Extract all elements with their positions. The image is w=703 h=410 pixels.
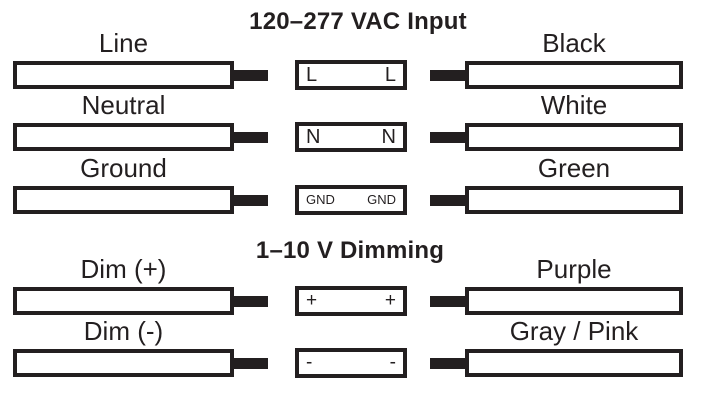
wire-neutral <box>13 123 234 151</box>
wire-lead-stub-icon <box>234 358 268 369</box>
terminal-label: N <box>306 126 321 148</box>
terminal-label: N <box>381 126 396 148</box>
wire-lead-stub-icon <box>430 358 465 369</box>
wiring-row-ground: Ground Green GND GND <box>0 153 703 217</box>
terminal-block-ground: GND GND <box>295 185 407 215</box>
terminal-block-dim-plus: + + <box>295 286 407 316</box>
terminal-label: - <box>306 352 313 373</box>
wire-purple <box>465 287 683 315</box>
terminal-label: + <box>384 290 396 311</box>
wire-ground <box>13 186 234 214</box>
terminal-label: L <box>384 64 396 86</box>
terminal-block-neutral: N N <box>295 122 407 152</box>
wire-label-gray-pink: Gray / Pink <box>509 316 639 346</box>
wire-label-dim-plus: Dim (+) <box>80 254 167 284</box>
terminal-label: GND <box>367 192 396 207</box>
terminal-label: GND <box>306 192 335 207</box>
wire-lead-stub-icon <box>234 296 268 307</box>
wire-lead-stub-icon <box>234 132 268 143</box>
terminal-label: - <box>389 352 396 373</box>
wiring-row-line: Line Black L L <box>0 28 703 92</box>
wire-green <box>465 186 683 214</box>
wire-lead-stub-icon <box>430 70 465 81</box>
wire-label-line: Line <box>98 28 149 58</box>
wire-label-purple: Purple <box>536 254 612 284</box>
wire-label-green: Green <box>537 153 611 183</box>
wiring-row-neutral: Neutral White N N <box>0 90 703 154</box>
wire-white <box>465 123 683 151</box>
wire-label-neutral: Neutral <box>81 90 166 120</box>
wire-dim-minus <box>13 349 234 377</box>
wire-gray-pink <box>465 349 683 377</box>
terminal-label: + <box>306 290 318 311</box>
wiring-row-dim-plus: Dim (+) Purple + + <box>0 254 703 318</box>
wire-lead-stub-icon <box>430 296 465 307</box>
wire-label-black: Black <box>542 28 606 58</box>
wire-line <box>13 61 234 89</box>
wire-label-dim-minus: Dim (-) <box>83 316 164 346</box>
wire-label-white: White <box>540 90 608 120</box>
wire-lead-stub-icon <box>234 70 268 81</box>
terminal-block-dim-minus: - - <box>295 348 407 378</box>
section-title-dimming: 1–10 V Dimming <box>255 237 445 264</box>
wiring-row-dim-minus: Dim (-) Gray / Pink - - <box>0 316 703 380</box>
terminal-block-line: L L <box>295 60 407 90</box>
terminal-label: L <box>306 64 318 86</box>
wire-dim-plus <box>13 287 234 315</box>
wire-label-ground: Ground <box>80 153 167 183</box>
wire-lead-stub-icon <box>234 195 268 206</box>
section-title-vac-input: 120–277 VAC Input <box>249 8 467 35</box>
wire-lead-stub-icon <box>430 132 465 143</box>
wire-lead-stub-icon <box>430 195 465 206</box>
wire-black <box>465 61 683 89</box>
